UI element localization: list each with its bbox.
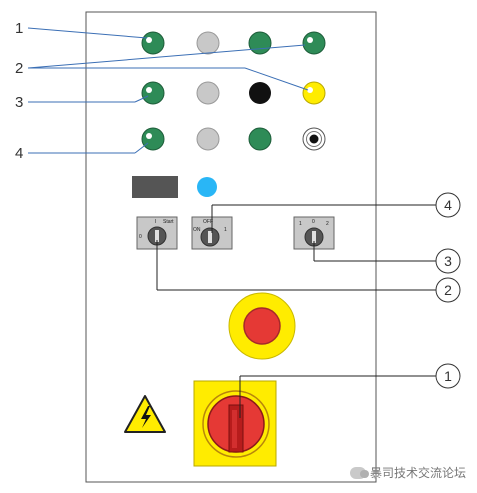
callout-number: 2 — [15, 60, 23, 77]
green-indicator-lamp — [302, 31, 326, 55]
lamp-highlight — [307, 37, 313, 43]
switch-label-right: 2 — [326, 221, 329, 227]
watermark: 暴司技术交流论坛 — [350, 464, 466, 481]
callout-number: 3 — [444, 253, 452, 269]
switch-label-top: 0 — [312, 219, 315, 225]
switch-label-right: Start — [163, 219, 174, 225]
grey-indicator-lamp — [196, 81, 220, 105]
audible-alarm-icon — [302, 127, 326, 151]
yellow-indicator-lamp — [302, 81, 326, 105]
green-indicator-lamp — [248, 31, 272, 55]
green-indicator-lamp — [141, 81, 165, 105]
black-indicator-lamp — [249, 82, 271, 104]
lamp-highlight — [146, 87, 152, 93]
callout-number: 3 — [15, 94, 23, 111]
green-indicator-lamp — [248, 127, 272, 151]
switch-label-left: 1 — [299, 221, 302, 227]
lamp-highlight — [307, 87, 313, 93]
green-indicator-lamp — [141, 127, 165, 151]
green-indicator-lamp — [141, 31, 165, 55]
callout-number: 4 — [444, 197, 452, 213]
switch-label-left: ON — [193, 227, 201, 233]
switch-label-top: OFF — [203, 219, 213, 225]
chat-bubble-icon — [350, 466, 369, 479]
high-voltage-warning-icon — [124, 395, 166, 433]
lamp-highlight — [146, 133, 152, 139]
blue-indicator-lamp — [197, 177, 217, 197]
lamp-row-2 — [141, 81, 326, 105]
lamp-row-3 — [141, 127, 326, 151]
switch-label-top: I — [155, 219, 156, 225]
emergency-stop-button — [228, 292, 296, 360]
switch-label-side: 0 — [139, 234, 142, 240]
callout-number: 2 — [444, 282, 452, 298]
callout-number: 4 — [15, 145, 23, 162]
grey-indicator-lamp — [196, 127, 220, 151]
display-window — [132, 176, 178, 198]
grey-indicator-lamp — [196, 31, 220, 55]
callout-number: 1 — [444, 368, 452, 384]
callout-number: 1 — [15, 20, 23, 37]
key-switch-right: 0 1 2 — [293, 216, 335, 250]
switch-label-right: 1 — [224, 227, 227, 233]
lamp-highlight — [146, 37, 152, 43]
watermark-text: 暴司技术交流论坛 — [370, 466, 467, 480]
main-disconnect-switch — [193, 380, 277, 467]
right-callouts: 4 3 2 1 — [156, 192, 461, 418]
left-callouts: 1 2 3 4 — [15, 20, 309, 162]
